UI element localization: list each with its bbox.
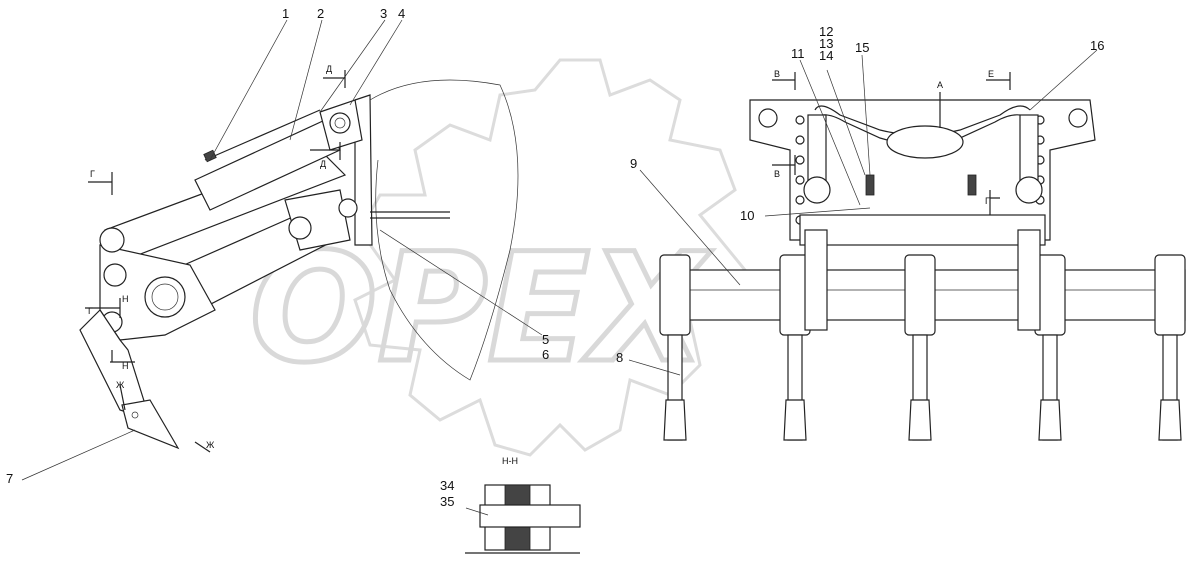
valve-right <box>967 174 977 196</box>
part-label-2: 2 <box>317 6 324 21</box>
frame-guard-outline <box>369 79 519 381</box>
section-label-v-mid: В <box>774 169 780 179</box>
hydraulic-hose <box>370 211 450 219</box>
shank-main-bushing <box>144 276 186 318</box>
valve-left <box>865 174 875 196</box>
section-label-e-top: Е <box>988 69 994 79</box>
cylinder-rod <box>204 109 321 161</box>
tine-assembly <box>1034 254 1066 441</box>
part-label-35: 35 <box>440 494 454 509</box>
tine-assembly <box>904 254 936 441</box>
tine-assembly <box>659 254 691 441</box>
frame-hole-left <box>758 108 778 128</box>
part-label-7: 7 <box>6 471 13 486</box>
top-frame-plate <box>749 99 1096 241</box>
part-label-34: 34 <box>440 478 454 493</box>
cylinder-end-fitting <box>203 149 217 163</box>
part-label-11: 11 <box>791 46 805 61</box>
section-label-g-left: Г <box>90 169 95 179</box>
section-nn-detail <box>465 484 581 554</box>
part-label-4: 4 <box>398 6 405 21</box>
section-label-g-side: Г <box>88 306 93 316</box>
right-cylinder-eye <box>1015 176 1043 204</box>
tine-bolt <box>131 411 139 419</box>
mid-pin <box>288 216 312 240</box>
shank-mid-pin <box>103 263 127 287</box>
lower-crossbar <box>799 214 1046 246</box>
tine-point <box>121 399 180 450</box>
part-label-10: 10 <box>740 208 754 223</box>
shank-top-pin <box>99 227 125 253</box>
right-hanger <box>1017 229 1041 331</box>
part-label-14: 14 <box>819 48 833 63</box>
central-manifold <box>886 125 964 159</box>
leader-lines <box>21 19 1098 516</box>
shank-main-bore <box>151 283 179 311</box>
section-letter-labels: Д Д Г Г Н Н Ж Ж В В А Е Г Н-Н <box>88 64 994 466</box>
part-label-13: 13 <box>819 36 833 51</box>
side-view-assembly <box>79 79 519 450</box>
tine-row <box>659 254 1186 441</box>
section-label-n-b: Н <box>122 361 129 371</box>
section-label-a-top: А <box>937 80 943 90</box>
section-label-d-top: Д <box>326 64 332 74</box>
left-cylinder-eye <box>803 176 831 204</box>
section-pin <box>479 504 581 528</box>
section-label-v-top: В <box>774 69 780 79</box>
part-label-12: 12 <box>819 24 833 39</box>
front-view-assembly <box>659 99 1186 441</box>
section-label-g-right: Г <box>985 196 990 206</box>
part-label-3: 3 <box>380 6 387 21</box>
section-markers <box>85 70 1011 453</box>
section-label-zh-b: Ж <box>206 440 215 450</box>
top-pin-bore <box>334 117 346 129</box>
frame-pin <box>338 198 358 218</box>
section-label-n-a: Н <box>122 294 129 304</box>
part-number-labels: 1 2 3 4 5 6 7 8 9 10 11 12 13 14 15 16 3… <box>6 6 1104 509</box>
section-label-d-mid: Д <box>320 159 326 169</box>
part-label-5: 5 <box>542 332 549 347</box>
tine-assembly <box>1154 254 1186 441</box>
section-title-nn: Н-Н <box>502 456 518 466</box>
part-label-1: 1 <box>282 6 289 21</box>
left-hanger <box>804 229 828 331</box>
watermark-gear <box>353 58 747 457</box>
part-label-8: 8 <box>616 350 623 365</box>
top-pin <box>329 112 351 134</box>
watermark-text: OPEX <box>250 222 712 396</box>
part-label-9: 9 <box>630 156 637 171</box>
section-label-zh-a: Ж <box>116 380 125 390</box>
part-label-16: 16 <box>1090 38 1104 53</box>
part-label-6: 6 <box>542 347 549 362</box>
part-label-15: 15 <box>855 40 869 55</box>
frame-hole-right <box>1068 108 1088 128</box>
